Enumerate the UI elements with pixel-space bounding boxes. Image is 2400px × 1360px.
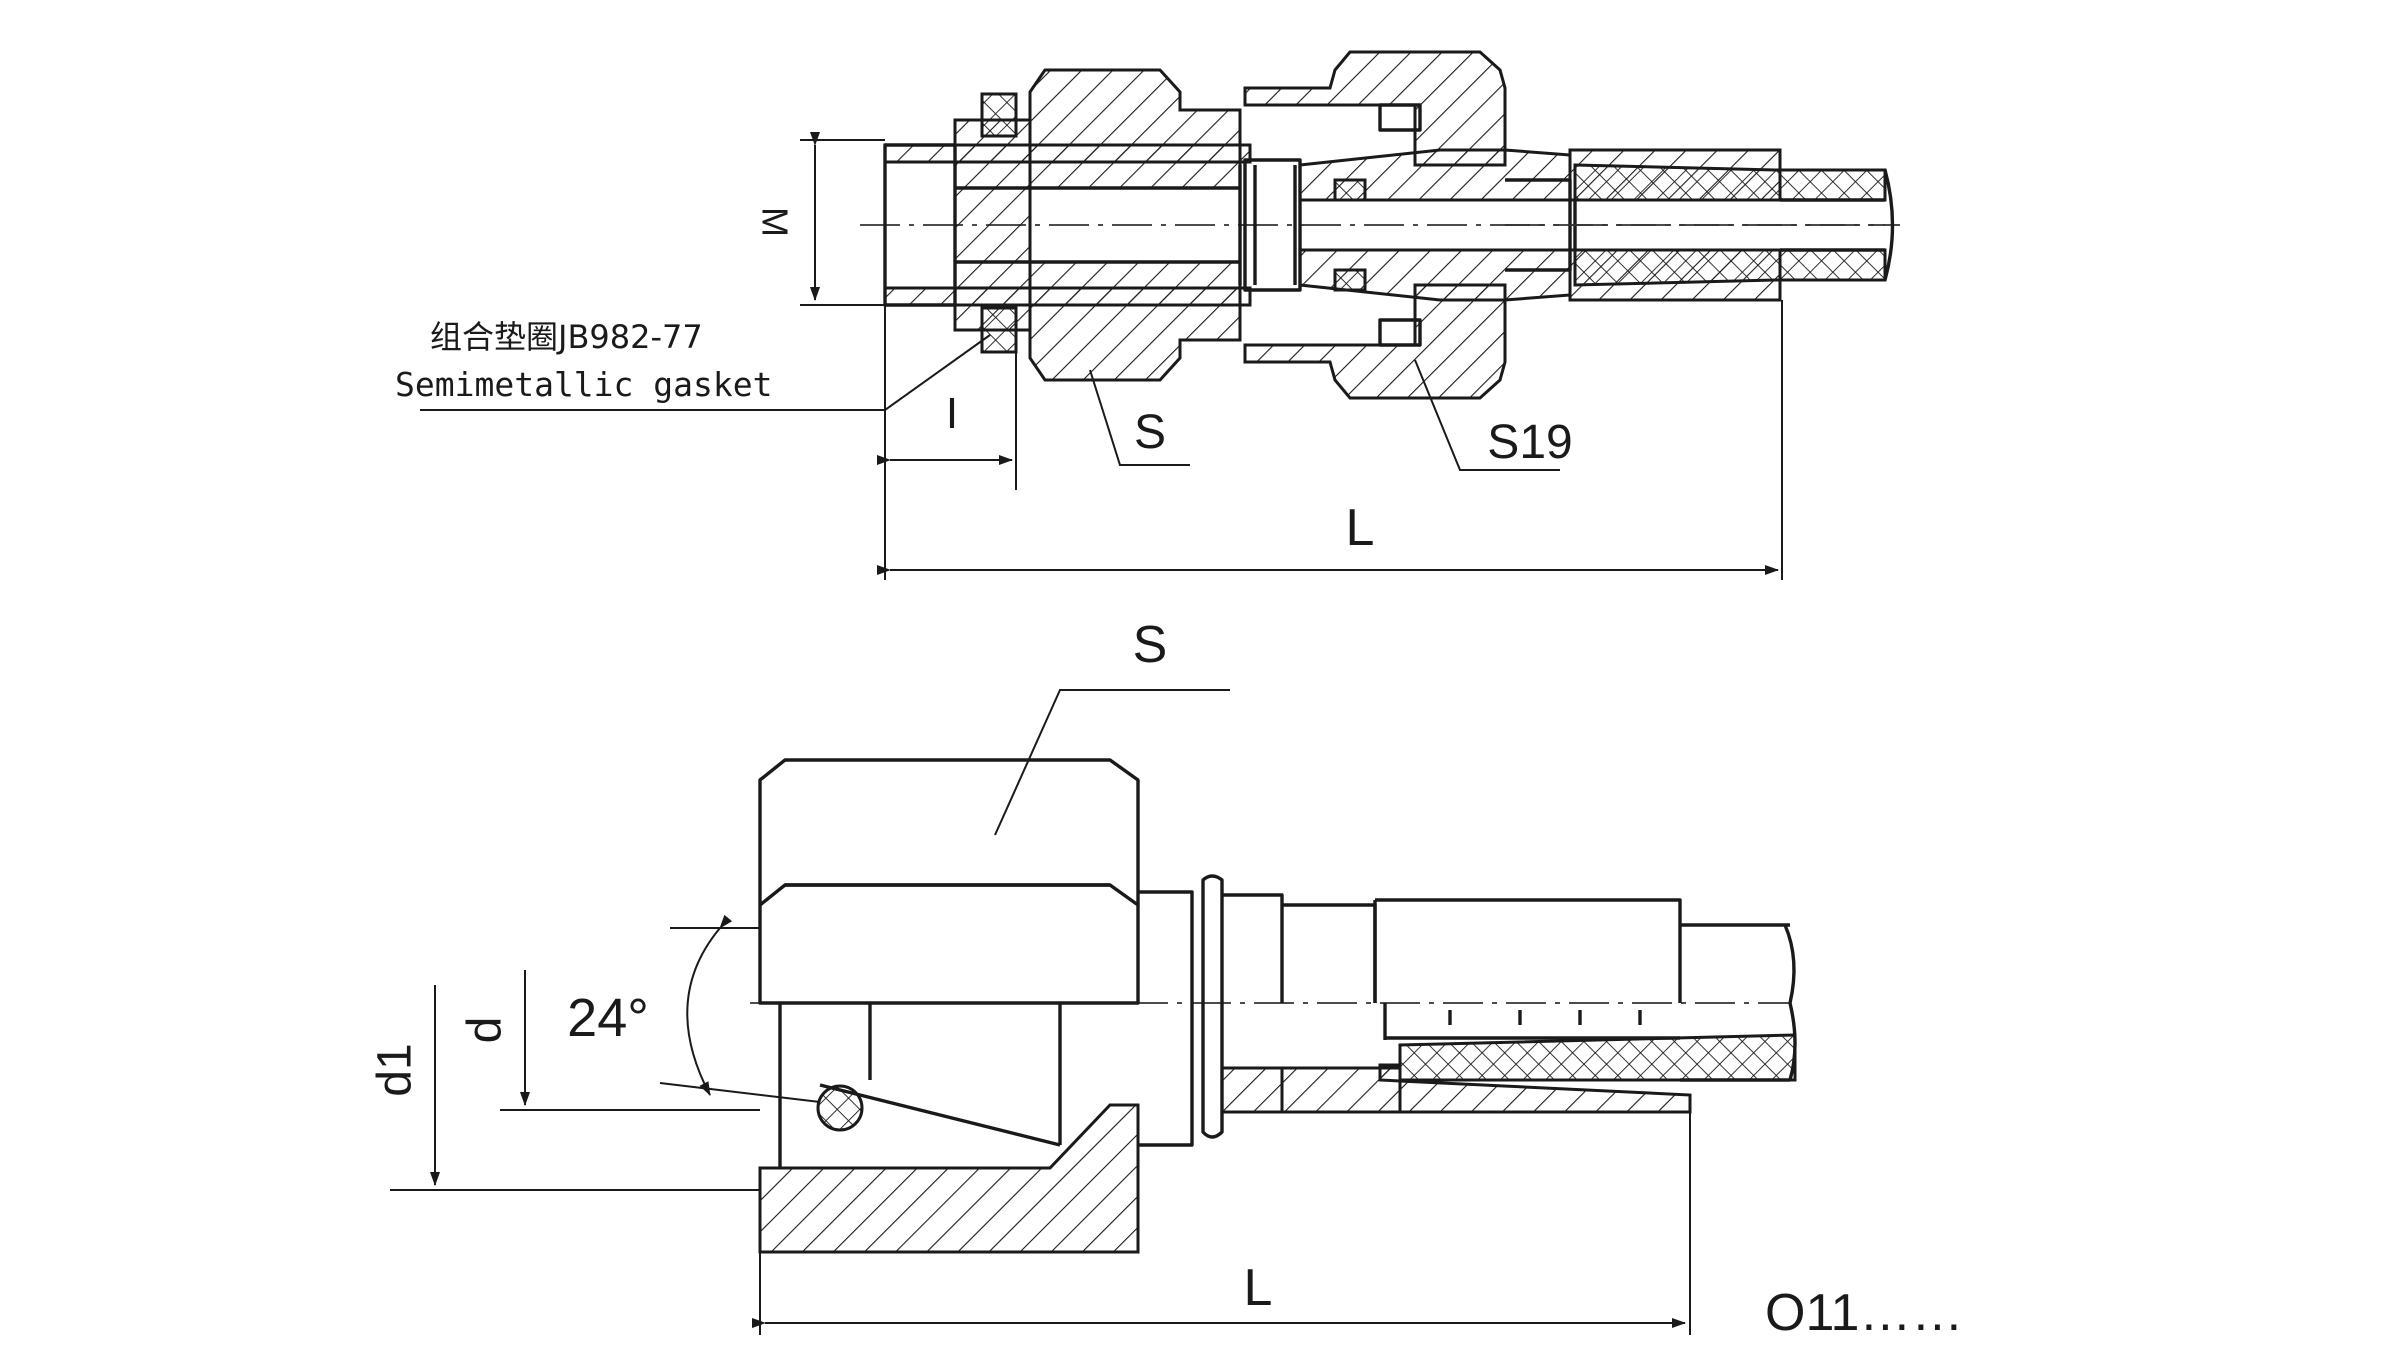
bottom-view-assembly (750, 758, 1797, 1254)
hose-end-top (1505, 163, 1895, 287)
s-bottom-label: S (1133, 616, 1168, 674)
top-view-assembly (860, 50, 1900, 400)
gasket-section-top (980, 92, 1018, 354)
l-top-dimension-label: L (1346, 499, 1375, 557)
nipple-collar-bottom (1138, 874, 1402, 1147)
l-small-dimension-label: I (946, 389, 958, 438)
s-top-label: S (1134, 406, 1166, 459)
hose-socket-bottom (1373, 898, 1797, 1114)
angle-label: 24° (567, 988, 649, 1048)
gasket-cn-label: 组合垫圈JB982-77 (430, 318, 703, 356)
male-stud-body (883, 68, 1252, 382)
part-code-label: O11…… (1765, 1284, 1963, 1342)
top-labels: M 组合垫圈JB982-77 Semimetallic gasket I S S… (395, 207, 1573, 557)
o-ring-bottom (816, 1084, 864, 1132)
s19-label: S19 (1487, 416, 1572, 469)
hose-bottom (1680, 923, 1797, 1082)
l-bottom-dimension-label: L (1244, 1259, 1273, 1317)
m-dimension-label: M (755, 207, 796, 237)
bottom-labels: S 24° d1 d L O11…… (369, 616, 1964, 1342)
top-dimensions (420, 132, 1783, 580)
union-nut-s19 (1243, 50, 1507, 400)
d-dimension-label: d (459, 1017, 512, 1044)
bottom-dimensions (390, 689, 1691, 1335)
gasket-en-label: Semimetallic gasket (395, 365, 773, 404)
d1-dimension-label: d1 (369, 1043, 422, 1096)
hex-nut-bottom (758, 758, 1140, 1254)
